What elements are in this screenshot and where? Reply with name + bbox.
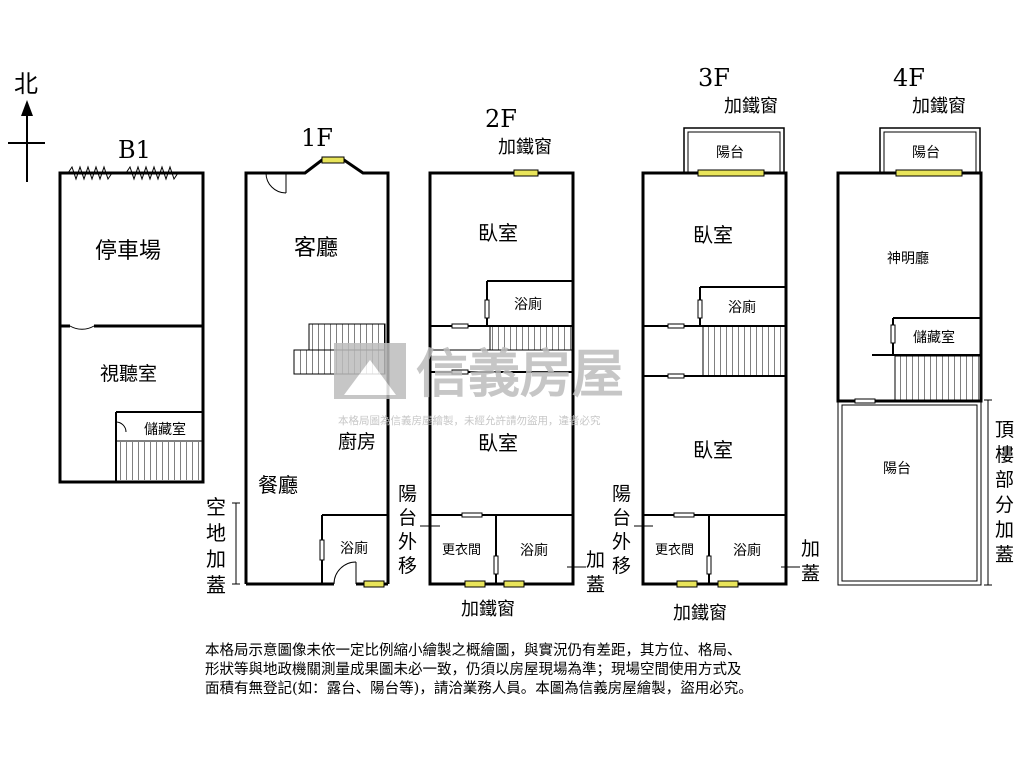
room-bedroom-3f-front: 臥室 <box>693 223 733 247</box>
room-living: 客廳 <box>294 236 338 261</box>
room-storage-b1: 儲藏室 <box>144 421 186 438</box>
room-storage-4f: 儲藏室 <box>913 329 955 346</box>
svg-text:蓋: 蓋 <box>586 574 605 596</box>
iron-window-3f-bottom: 加鐵窗 <box>673 603 727 624</box>
room-bedroom-2f-rear: 臥室 <box>478 431 518 455</box>
svg-text:頂: 頂 <box>995 419 1014 441</box>
svg-text:蓋: 蓋 <box>995 544 1014 566</box>
svg-text:蓋: 蓋 <box>206 573 226 597</box>
iron-window-3f-top: 加鐵窗 <box>724 96 778 117</box>
svg-text:加: 加 <box>586 549 605 571</box>
disclaimer: 本格局示意圖像未依一定比例縮小繪製之概繪圖，與實況仍有差距，其方位、格局、 形狀… <box>205 642 845 699</box>
note-rooftop-addition: 頂 樓 部 分 加 蓋 <box>995 419 1014 566</box>
floor-label-1f: 1F <box>301 124 333 152</box>
room-dining: 餐廳 <box>258 473 298 497</box>
floor-label-4f: 4F <box>893 64 925 92</box>
floor-label-2f: 2F <box>485 105 517 133</box>
room-walkin-3f: 更衣間 <box>655 542 694 558</box>
room-bedroom-2f-front: 臥室 <box>478 221 518 245</box>
svg-text:移: 移 <box>612 555 631 577</box>
svg-text:蓋: 蓋 <box>801 563 820 585</box>
floor-2f: 2F 加鐵窗 臥室 浴廁 臥室 更衣間 浴廁 加鐵窗 陽 台 外 移 <box>398 105 605 620</box>
room-shrine: 神明廳 <box>887 250 929 267</box>
svg-text:陽: 陽 <box>612 483 631 505</box>
room-bath-3f-lower: 浴廁 <box>733 542 761 559</box>
north-compass: 北 <box>8 70 45 182</box>
room-bath-1f: 浴廁 <box>340 540 368 557</box>
floor-label-b1: B1 <box>118 136 151 164</box>
svg-text:空: 空 <box>206 495 226 519</box>
iron-window-2f-top: 加鐵窗 <box>498 137 552 158</box>
room-balcony-3f: 陽台 <box>716 145 744 161</box>
svg-text:分: 分 <box>995 494 1014 516</box>
iron-window-2f-bottom: 加鐵窗 <box>461 599 515 620</box>
floor-1f: 1F 客廳 廚房 餐廳 浴廁 空 地 加 蓋 <box>206 124 390 597</box>
room-bath-2f-lower: 浴廁 <box>520 542 548 559</box>
room-av: 視聽室 <box>100 363 157 385</box>
svg-text:部: 部 <box>995 469 1014 491</box>
room-balcony-4f-rear: 陽台 <box>883 461 911 477</box>
svg-text:台: 台 <box>398 507 417 529</box>
svg-text:加: 加 <box>206 547 226 571</box>
note-added-roof-2f: 加 蓋 <box>586 549 605 596</box>
watermark: 信義房屋 本格局圖為信義房屋繪製，未經允許請勿盜用，違者必究 <box>334 343 624 427</box>
disclaimer-line-2: 形狀等與地政機關測量成果圖未必一致，仍須以房屋現場為準；現場空間使用方式及 <box>205 662 742 678</box>
floor-b1: B1 停車場 視聽室 儲藏室 <box>58 136 205 484</box>
note-balcony-out-3f: 陽 台 外 移 <box>612 483 631 577</box>
disclaimer-line-1: 本格局示意圖像未依一定比例縮小繪製之概繪圖，與實況仍有差距，其方位、格局、 <box>205 643 742 659</box>
room-bedroom-3f-rear: 臥室 <box>693 438 733 462</box>
floor-label-3f: 3F <box>698 64 730 92</box>
svg-text:加: 加 <box>801 538 820 560</box>
svg-text:陽: 陽 <box>398 483 417 505</box>
floor-4f: 4F 加鐵窗 陽台 神明廳 儲藏室 陽台 頂 樓 部 分 加 蓋 <box>836 64 1014 586</box>
svg-text:樓: 樓 <box>995 444 1014 466</box>
watermark-brand: 信義房屋 <box>416 345 624 405</box>
svg-text:加: 加 <box>995 519 1014 541</box>
room-bath-3f-upper: 浴廁 <box>728 299 756 316</box>
svg-text:台: 台 <box>612 507 631 529</box>
note-added-roof-3f: 加 蓋 <box>801 538 820 585</box>
note-vacant-lot: 空 地 加 蓋 <box>206 495 226 597</box>
room-kitchen: 廚房 <box>338 430 376 453</box>
svg-text:外: 外 <box>398 531 417 553</box>
svg-text:地: 地 <box>206 521 226 545</box>
north-label: 北 <box>14 70 38 98</box>
note-balcony-out-2f: 陽 台 外 移 <box>398 483 417 577</box>
disclaimer-line-3: 面積有無登記(如：露台、陽台等)，請洽業務人員。本圖為信義房屋繪製，盜用必究。 <box>205 681 753 697</box>
room-walkin-2f: 更衣間 <box>442 542 481 558</box>
svg-text:移: 移 <box>398 555 417 577</box>
floor-3f: 3F 加鐵窗 陽台 臥室 浴廁 臥室 更衣間 浴廁 加鐵窗 陽 台 外 移 <box>612 64 820 624</box>
iron-window-4f-top: 加鐵窗 <box>912 96 966 117</box>
watermark-sub: 本格局圖為信義房屋繪製，未經允許請勿盜用，違者必究 <box>338 414 601 427</box>
room-parking: 停車場 <box>95 239 161 264</box>
room-balcony-4f-front: 陽台 <box>912 145 940 161</box>
svg-text:外: 外 <box>612 531 631 553</box>
room-bath-2f-upper: 浴廁 <box>514 296 542 313</box>
